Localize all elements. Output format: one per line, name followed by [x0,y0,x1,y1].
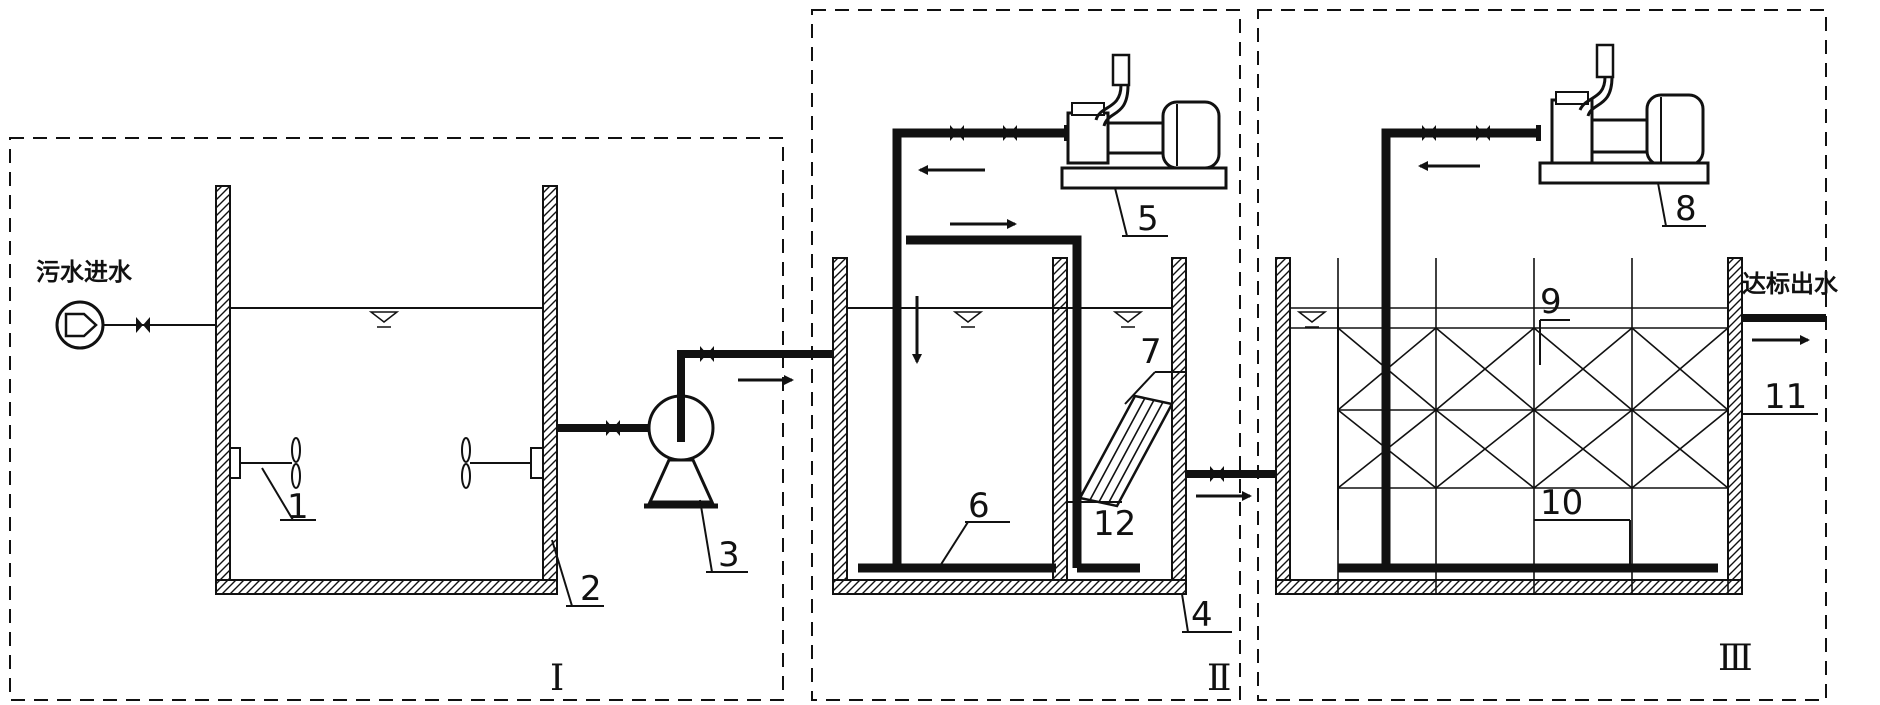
stage-3-label: Ⅲ [1718,638,1753,679]
component-label-12: 12 [1093,504,1136,544]
component-label-10: 10 [1540,483,1583,523]
component-label-4: 4 [1191,595,1213,635]
component-label-8: 8 [1675,189,1697,229]
leader-10 [1534,519,1631,568]
leader-7 [1124,371,1186,405]
blower-8-icon [1538,43,1710,185]
component-label-2: 2 [580,569,602,609]
pump-outlet-valve-icon [700,346,714,362]
outlet-label: 达标出水 [1742,270,1839,298]
biofilter-tank [1275,257,1743,595]
stage-3-boundary [1257,9,1827,701]
component-label-5: 5 [1137,199,1159,239]
inlet-valve-icon [136,317,150,333]
pretreatment-tank [832,257,1187,595]
component-label-9: 9 [1540,282,1562,322]
pump-outlet-pipe [677,350,834,442]
leader-8 [1657,182,1706,227]
leader-4 [1181,593,1232,633]
inclined-plates-7 [1078,394,1174,508]
transfer-valve-icon [1210,466,1224,482]
component-label-3: 3 [718,535,740,575]
component-label-7: 7 [1140,332,1162,372]
leader-9 [1539,319,1570,365]
component-label-11: 11 [1764,377,1807,417]
water-level-icon-2a [952,311,984,328]
component-label-1: 1 [287,487,309,527]
stage-2-label: Ⅱ [1207,658,1231,699]
water-level-icon-2b [1112,311,1144,328]
regulating-tank [215,185,558,595]
water-level-icon [368,311,400,328]
filter-media-9 [1290,258,1729,594]
agitator-right-icon [461,437,544,489]
stage-1-label: Ⅰ [550,658,564,699]
inlet-label: 污水进水 [36,258,133,286]
inlet-symbol [55,300,105,350]
air-pipe-branch-stage-2 [906,235,1082,568]
water-level-icon-3 [1296,311,1328,328]
leader-2 [551,539,604,607]
leader-5 [1114,187,1168,237]
blower-8-valve-icons [1422,125,1541,141]
leader-1 [261,467,316,521]
component-label-6: 6 [968,486,990,526]
pump-inlet-valve-icon [606,420,620,436]
leader-3 [699,499,748,573]
leader-6 [939,521,1010,567]
agitator-left-icon [229,437,301,489]
blower-5-icon [1060,53,1228,190]
